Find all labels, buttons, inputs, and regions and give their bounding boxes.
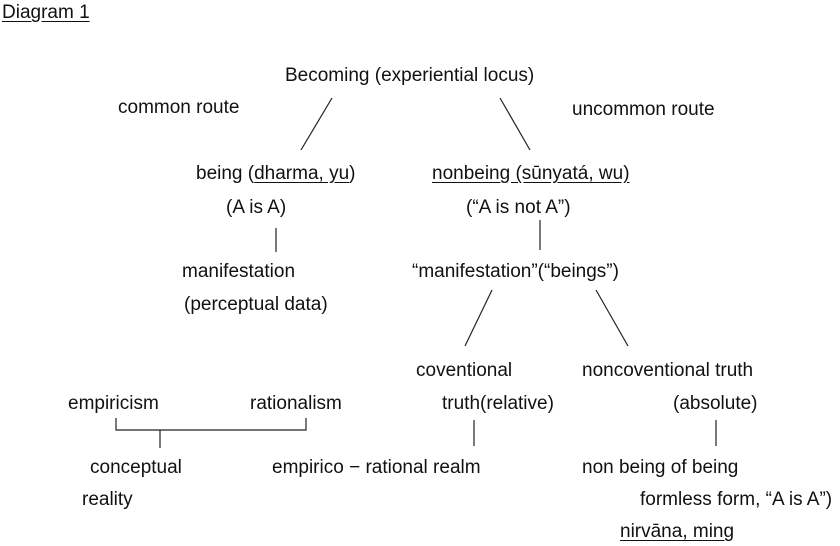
node-nonconventional-line2: (absolute) — [673, 393, 758, 414]
node-becoming: Becoming (experiential locus) — [285, 65, 535, 86]
node-non-being-of-being: non being of being — [582, 457, 739, 478]
node-nirvana: nirvāna, ming — [620, 521, 735, 542]
manifestation-note: (perceptual data) — [184, 294, 328, 315]
diagram-title: Diagram 1 — [2, 2, 90, 23]
being-suffix: ) — [349, 163, 356, 184]
connector-root-to-being — [300, 97, 333, 151]
node-reality: reality — [82, 489, 133, 510]
label-uncommon-route: uncommon route — [572, 99, 715, 120]
node-nonconventional-line1: noncoventional truth — [582, 360, 754, 381]
node-conventional-line1: coventional — [416, 360, 513, 381]
node-empiricism: empiricism — [68, 393, 159, 414]
connector-manifestation-to-conventional — [464, 289, 493, 347]
node-conventional-line2: truth(relative) — [442, 393, 554, 414]
node-nonbeing: nonbeing (sūnyatá, wu) — [432, 163, 630, 184]
node-conceptual: conceptual — [90, 457, 182, 478]
connector-root-to-nonbeing — [499, 97, 531, 151]
nonbeing-formula: (“A is not A”) — [466, 197, 571, 218]
node-manifestation: manifestation — [182, 261, 296, 282]
being-prefix: being ( — [196, 163, 255, 184]
node-empirico-rational-realm: empirico − rational realm — [272, 457, 481, 478]
being-terms: dharma, yu — [254, 163, 350, 184]
node-manifestation-beings: “manifestation”(“beings”) — [412, 261, 619, 282]
bracket-empiricism-rationalism — [115, 418, 307, 431]
node-being: being (dharma, yu) — [196, 163, 355, 185]
node-formless-form: formless form, “A is A”) — [640, 489, 833, 510]
connector-manifestation-to-nonconventional — [595, 289, 629, 347]
label-common-route: common route — [118, 97, 240, 118]
being-formula: (A is A) — [226, 197, 287, 218]
node-rationalism: rationalism — [250, 393, 342, 414]
